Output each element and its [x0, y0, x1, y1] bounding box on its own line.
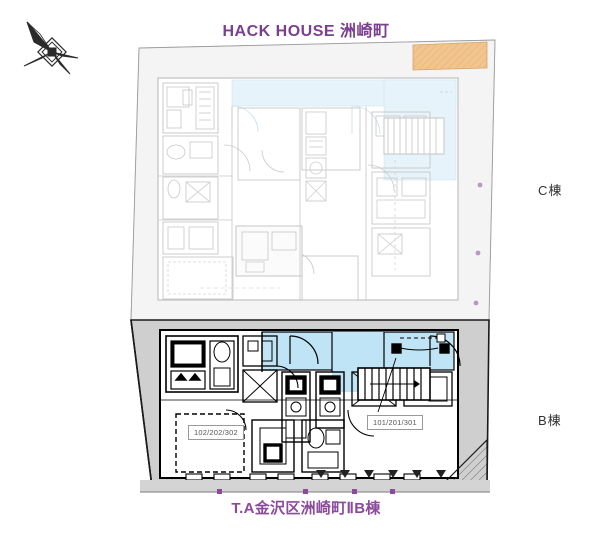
- building-label-b: B棟: [538, 413, 562, 428]
- bottom-street-band: [140, 470, 490, 493]
- staircase-upper: [383, 117, 445, 155]
- floor-plan-c-building: [157, 41, 488, 301]
- building-label-c: C棟: [538, 183, 563, 198]
- room-number-tag-101-201-301: 101/201/301: [367, 415, 423, 430]
- staircase-lower: [357, 357, 431, 413]
- north-arrow-icon: [12, 12, 92, 92]
- page-title: HACK HOUSE 洲崎町: [222, 23, 390, 40]
- bottom-building-title: T.A金沢区洲崎町ⅡB棟: [231, 500, 381, 517]
- floor-plan-b-building: [159, 329, 488, 488]
- room-number-tag-102-202-302: 102/202/302: [188, 425, 244, 440]
- location-markers: [217, 182, 483, 494]
